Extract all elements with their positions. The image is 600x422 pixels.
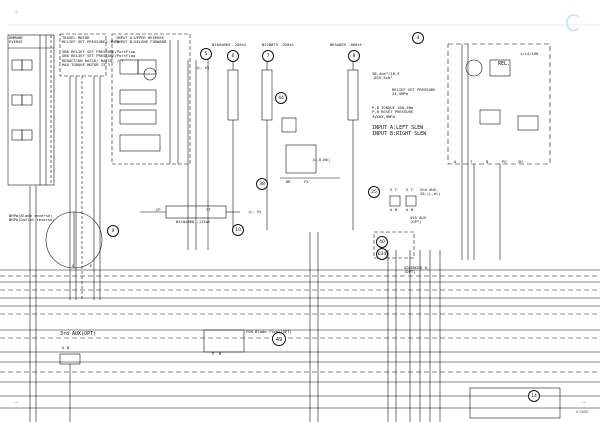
ref-bubble-6: 6 xyxy=(227,50,239,62)
label-aux3: 3rd AUX(OPT) xyxy=(60,331,97,337)
blade-valve xyxy=(203,329,245,353)
label-aux4: 4th AUX (OPT) xyxy=(410,215,427,225)
cylinder-8 xyxy=(347,69,359,121)
crop-mark-bottom-left: + xyxy=(14,400,19,406)
label-command-reverse: OMMAND EVERSE xyxy=(9,35,23,45)
slew-motor-box xyxy=(447,43,551,165)
ref-bubble-7: 7 xyxy=(262,50,274,62)
label-solenoid: SOLENOID B, (OPT) xyxy=(404,265,430,275)
label-dr-pl: DR PL xyxy=(286,179,309,184)
ref-bubble-8: 8 xyxy=(348,50,360,62)
label-hose-5: (L, H) xyxy=(196,65,210,70)
cylinder-7 xyxy=(261,69,273,121)
command-valve-block xyxy=(7,34,55,186)
label-relief: RELIEF SET PRESSURE 24,5MPa xyxy=(392,87,436,97)
label-ab-3: A B xyxy=(406,207,413,212)
label-cp-ct: CP CT xyxy=(156,207,211,212)
label-port-pb: P B xyxy=(212,351,222,356)
label-input-upper: INPUT A:UPPER REVERSE INPUT B:DELENE FOR… xyxy=(116,35,167,45)
label-hose-10: (L, H) xyxy=(248,209,262,214)
label-pump-spec: 3B,4cm³/18,9 -Ø25,5cm³ xyxy=(372,71,400,81)
ref-bubble-25: 25 xyxy=(368,186,380,198)
page-number: 0-0000 xyxy=(576,410,589,414)
crop-mark-bottom-right: + xyxy=(582,400,587,406)
ref-bubble-40: 40 xyxy=(376,236,388,248)
cylinder-6 xyxy=(227,69,239,121)
label-pipe-6: Ø105xØ65 -205st xyxy=(212,42,247,47)
ref-bubble-9: 9 xyxy=(107,225,119,237)
label-port-e: E xyxy=(90,263,93,268)
label-xy-b: X Y xyxy=(406,187,413,192)
label-xy-a: X Y xyxy=(390,187,397,192)
label-pump-ports: A T B PG SH xyxy=(454,159,523,164)
label-aux2: 2nd AUX, 20,(L,ml) xyxy=(420,187,441,197)
label-torque: P,B TORQUE 160,2Nm P,B RESET PRESSURE 3V… xyxy=(372,105,414,119)
label-port-g: G xyxy=(72,263,75,268)
travel-motor-box xyxy=(59,33,107,77)
label-left-note: BHPa(Blade reverse) BHPa(Outlet reverse) xyxy=(9,213,55,223)
ref-bubble-634: 634 xyxy=(376,248,388,260)
label-pressure: (L,0,Nh) xyxy=(312,157,331,162)
label-pipe-8: Ø65xØ35 -000st xyxy=(330,42,363,47)
ref-bubble-14: 14 xyxy=(528,390,540,402)
label-travel-spec: SB6 RELIEF SET PRESSURE/PortFlow SB6 REL… xyxy=(62,49,136,68)
label-travel-motor: TRAVEL MOTOR RELIEF SET PRESSURE2.1MPa xyxy=(62,35,120,45)
ref-bubble-38: 38 xyxy=(256,178,268,190)
label-cyl-spec: Ø110xØ60 -115st xyxy=(176,219,211,224)
label-slew: INPUT A:LEFT SLEW INPUT B:RIGHT SLEW xyxy=(372,125,427,137)
crop-mark-top-left: + xyxy=(14,10,19,16)
ref-bubble-5: 5 xyxy=(200,48,212,60)
label-pipe-7: Ø120Ø75 -920st xyxy=(262,42,295,47)
ref-bubble-44: 44 xyxy=(275,92,287,104)
label-rel: REL. xyxy=(498,61,511,67)
ref-bubble-49: 49 xyxy=(272,332,286,346)
upper-reverse-valve-box xyxy=(111,33,191,165)
label-slew-unit: i=14/100 xyxy=(520,51,539,56)
label-ab-2: A B xyxy=(390,207,397,212)
ref-bubble-4: 4 xyxy=(412,32,424,44)
corner-logo: C xyxy=(564,12,580,37)
ref-bubble-10: 10 xyxy=(232,224,244,236)
label-ab-1: A B xyxy=(62,345,69,350)
label-blade: FOR Blade float(OPT) xyxy=(246,329,292,334)
